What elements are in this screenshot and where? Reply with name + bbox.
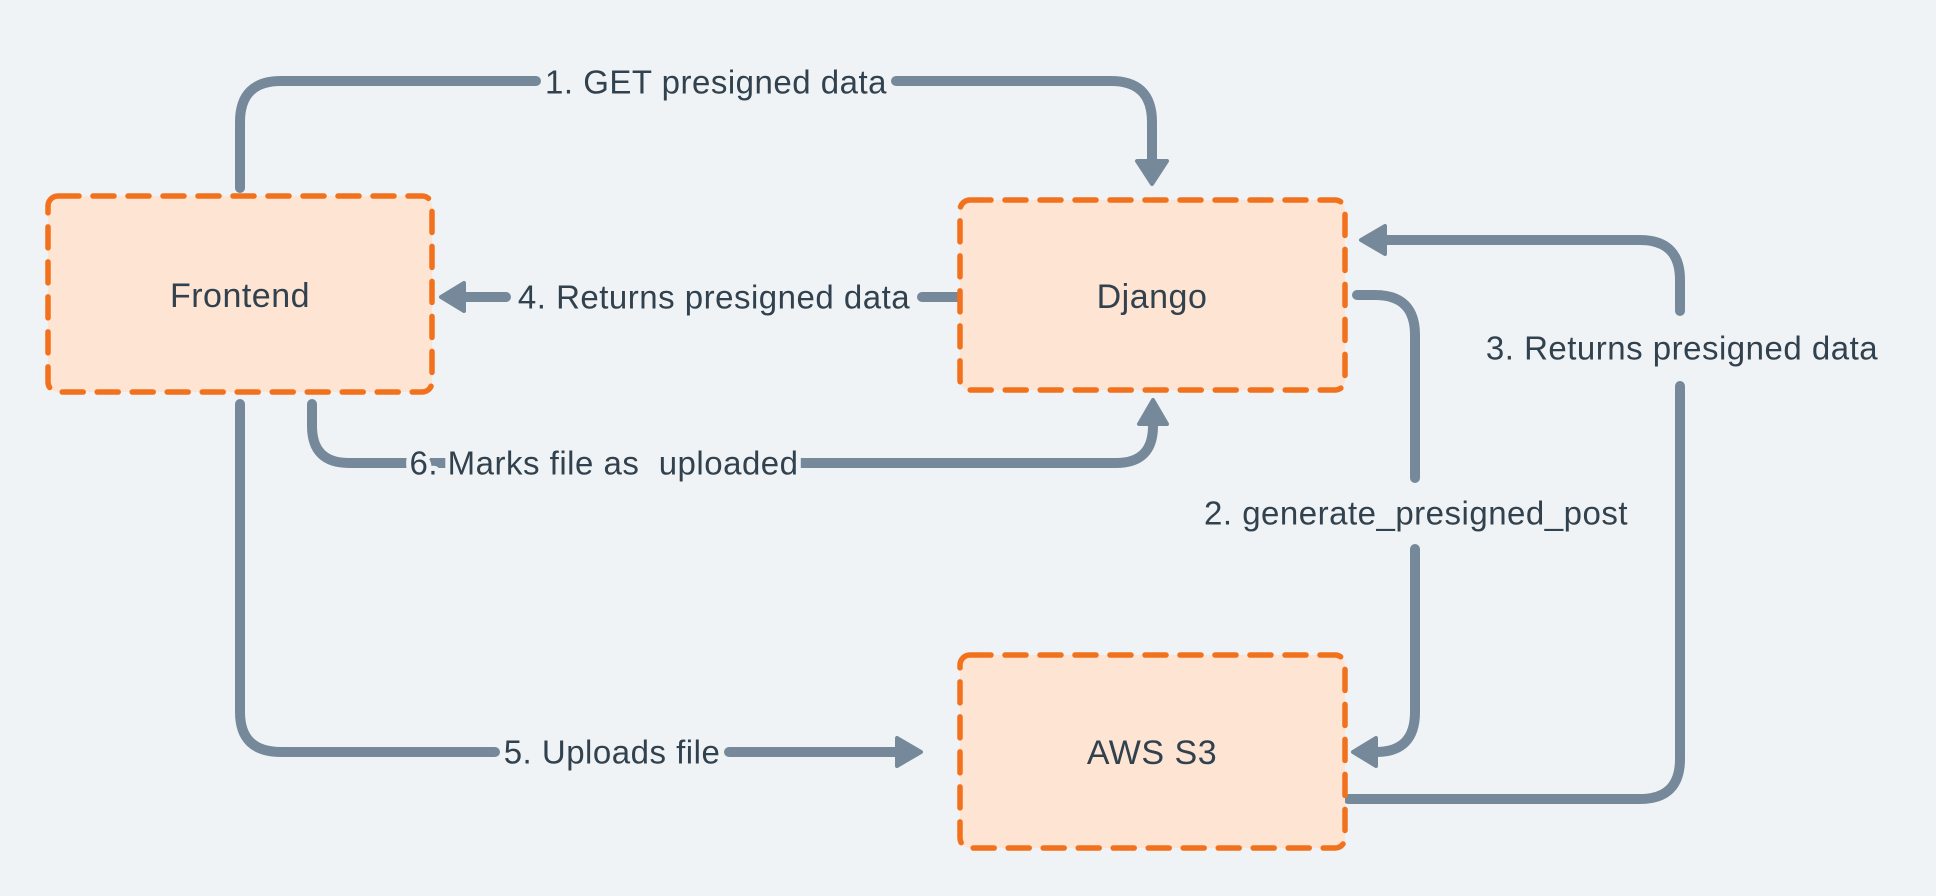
edge-generate-presigned-post: 2. generate_presigned_post [1199,290,1633,768]
edge-marks-file-as-uploaded: 6. Marks file as uploaded [307,398,1169,487]
node-aws-s3-label: AWS S3 [1087,734,1217,772]
arrow-up-icon [1137,398,1169,426]
node-frontend-label: Frontend [170,277,310,315]
edge-returns-presigned-data-to-frontend: 4. Returns presigned data [439,274,962,321]
node-django-label: Django [1097,278,1208,316]
edge-1-label: 1. GET presigned data [545,64,887,101]
edge-3-line [1343,235,1685,804]
arrow-left-icon [1359,224,1387,256]
arrow-down-icon [1135,159,1169,186]
edge-6-line [307,399,1158,468]
edge-uploads-file: 5. Uploads file [235,399,923,776]
edge-1-line [235,76,1157,193]
node-django: Django [957,197,1348,393]
edge-returns-presigned-data-to-django: 3. Returns presigned data [1343,224,1883,804]
edge-5-line [235,399,902,757]
node-frontend-box [45,193,435,395]
node-django-box [957,197,1348,393]
arrow-right-icon [895,736,923,768]
arrow-left-icon [439,281,466,313]
arrow-left-icon [1351,736,1378,768]
node-frontend: Frontend [45,193,435,395]
edge-2-line [1352,290,1420,757]
edge-5-label: 5. Uploads file [504,734,721,771]
edge-get-presigned-data: 1. GET presigned data [235,59,1169,193]
edge-2-label: 2. generate_presigned_post [1204,495,1628,532]
edge-3-label: 3. Returns presigned data [1486,330,1878,367]
node-aws-s3-box [957,652,1348,851]
node-aws-s3: AWS S3 [957,652,1348,851]
edge-6-label: 6. Marks file as uploaded [409,445,798,482]
edge-4-label: 4. Returns presigned data [518,279,910,316]
